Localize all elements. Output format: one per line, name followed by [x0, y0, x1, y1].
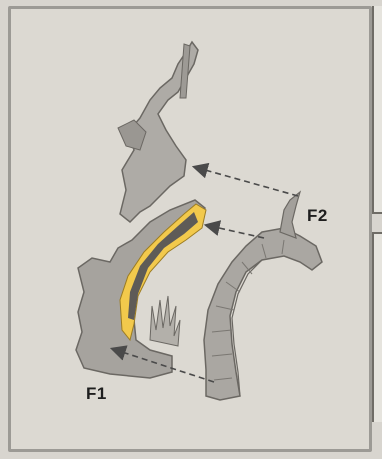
arch-wall — [204, 228, 322, 400]
part-label-f1: F1 — [86, 384, 107, 404]
plant-spikes — [150, 296, 180, 346]
arrow-middle — [210, 226, 264, 238]
figure-staff — [180, 44, 190, 98]
part-label-f2: F2 — [307, 206, 328, 226]
part-f1-base — [76, 42, 206, 378]
arch-spire — [280, 192, 300, 238]
arrow-top — [198, 168, 298, 196]
part-f2-arch — [204, 192, 322, 400]
